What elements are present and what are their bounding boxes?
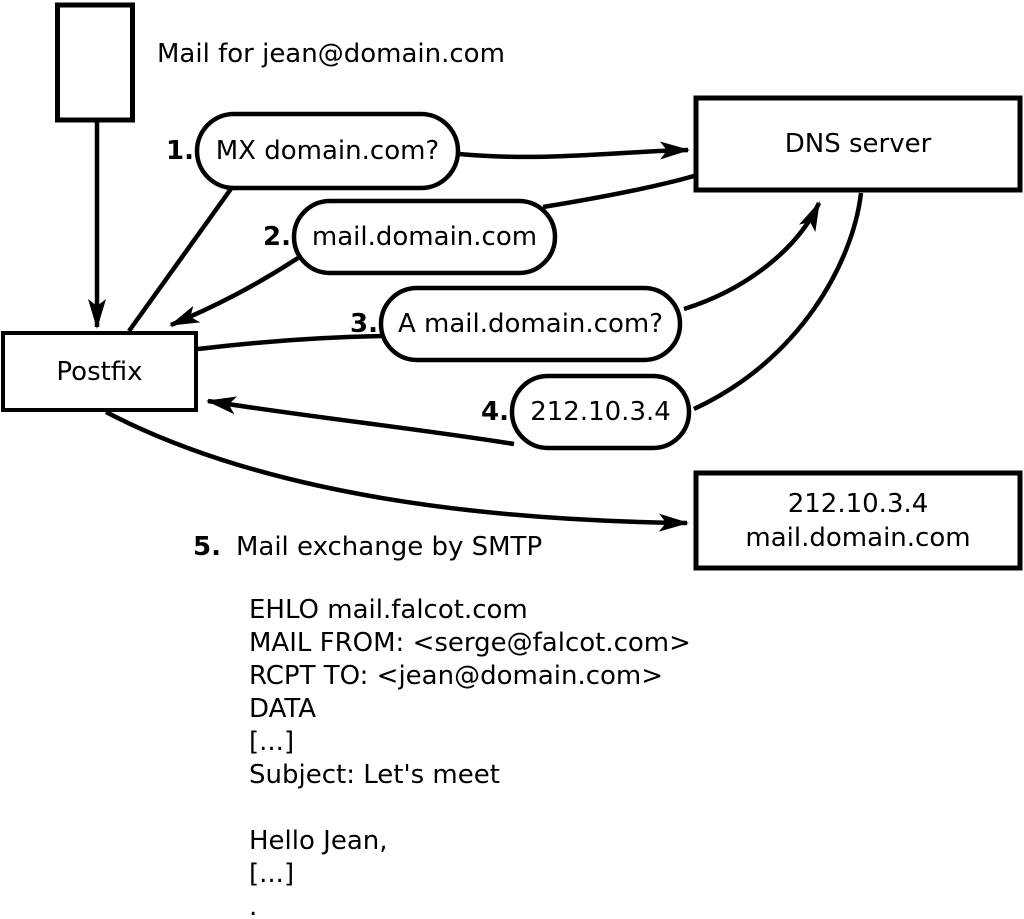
- step5-label: Mail exchange by SMTP: [235, 532, 543, 562]
- dns-server-box: [693, 95, 1023, 193]
- arrow-reply4-to-postfix: [206, 396, 515, 447]
- smtp-line: RCPT TO: <jean@domain.com>: [249, 661, 664, 691]
- step1-bubble-label: MX domain.com?: [215, 136, 440, 166]
- smtp-line: Hello Jean,: [249, 826, 388, 856]
- mail-server-hostname: mail.domain.com: [745, 522, 971, 553]
- postfix-label: Postfix: [56, 356, 143, 387]
- arrow-smtp-to-mailserver: [104, 410, 689, 532]
- smtp-line: Subject: Let's meet: [249, 760, 500, 790]
- step3-bubble-label: A mail.domain.com?: [398, 309, 663, 339]
- bubble-reply2: [291, 198, 558, 276]
- smtp-line: DATA: [249, 694, 316, 724]
- mail-for-label: Mail for jean@domain.com: [157, 39, 505, 69]
- step2-bubble-label: mail.domain.com: [311, 222, 538, 252]
- postfix-box: [1, 331, 198, 412]
- smtp-session-block: EHLO mail.falcot.com MAIL FROM: <serge@f…: [249, 594, 691, 919]
- tail-query3-from-postfix: [197, 333, 384, 352]
- step5-row: 5. Mail exchange by SMTP: [193, 532, 542, 562]
- dns-server-label: DNS server: [784, 129, 932, 159]
- bubble-query1: [194, 111, 461, 191]
- smtp-line: [...]: [249, 859, 295, 889]
- mail-server-label: 212.10.3.4 mail.domain.com: [696, 473, 1020, 568]
- mail-message-box: [55, 2, 135, 123]
- step5-number: 5.: [193, 532, 221, 562]
- tail-query1-from-postfix: [127, 184, 235, 333]
- smtp-line: [249, 792, 691, 825]
- smtp-line: .: [249, 892, 258, 919]
- tail-reply2-from-dns: [542, 173, 695, 210]
- bubble-reply4: [509, 373, 692, 451]
- step1-number: 1.: [166, 136, 194, 166]
- step4-bubble-label: 212.10.3.4: [530, 397, 671, 427]
- smtp-line: [...]: [249, 727, 295, 757]
- smtp-line: MAIL FROM: <serge@falcot.com>: [249, 628, 691, 658]
- step4-number: 4.: [481, 397, 509, 427]
- arrow-query1-to-dns: [458, 141, 690, 160]
- arrow-reply2-to-postfix: [169, 256, 300, 328]
- arrow-query3-to-dns: [683, 201, 822, 312]
- tail-reply4-from-dns: [693, 192, 864, 412]
- mail-server-ip: 212.10.3.4: [787, 488, 929, 519]
- step3-number: 3.: [350, 309, 378, 339]
- step2-number: 2.: [263, 222, 291, 252]
- mail-server-box: [693, 470, 1023, 571]
- smtp-line: EHLO mail.falcot.com: [249, 595, 528, 625]
- bubble-query3: [378, 285, 683, 363]
